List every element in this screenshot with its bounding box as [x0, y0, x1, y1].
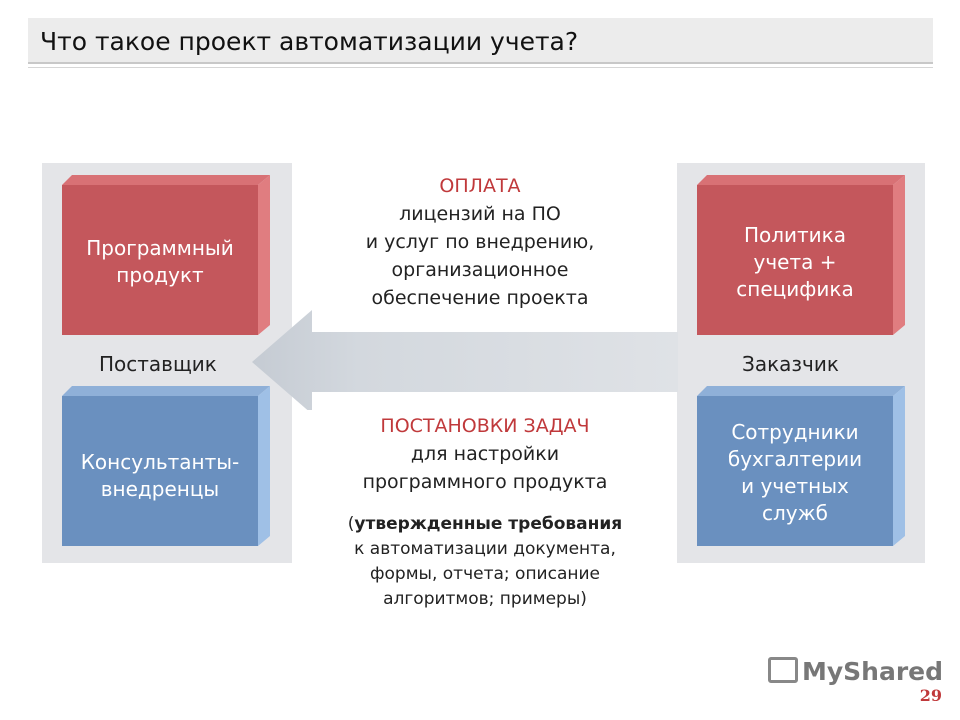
software-product-line2: продукт: [116, 263, 204, 287]
note-line2: формы, отчета; описание: [370, 564, 600, 584]
note-bold: утвержденные требования: [354, 514, 623, 534]
consultants-line1: Консультанты-: [80, 450, 240, 474]
note-line3: алгоритмов; примеры): [383, 589, 587, 609]
supplier-label: Поставщик: [99, 352, 217, 376]
slide-title: Что такое проект автоматизации учета?: [40, 27, 579, 56]
payment-line4: обеспечение проекта: [371, 287, 589, 309]
tasks-line2: программного продукта: [362, 471, 608, 493]
accounting-staff-line3: и учетных: [741, 474, 849, 498]
tasks-line1: для настройки: [410, 443, 560, 465]
payment-line1: лицензий на ПО: [399, 203, 561, 225]
accounting-staff-box: Сотрудники бухгалтерии и учетных служб: [697, 386, 905, 546]
accounting-policy-line1: Политика: [743, 223, 847, 247]
payment-block: ОПЛАТА лицензий на ПО и услуг по внедрен…: [300, 172, 660, 312]
logo-text: MyShared: [802, 657, 944, 686]
note-line1: к автоматизации документа,: [354, 539, 616, 559]
title-bar: [28, 18, 933, 68]
software-product-box: Программный продукт: [62, 175, 270, 335]
tasks-heading: ПОСТАНОВКИ ЗАДАЧ: [380, 415, 590, 437]
software-product-line1: Программный: [86, 236, 234, 260]
payment-line2: и услуг по внедрению,: [365, 231, 595, 253]
accounting-staff-line2: бухгалтерии: [727, 447, 863, 471]
consultants-line2: внедренцы: [100, 477, 220, 501]
requirements-note: (утвержденные требования к автоматизации…: [295, 512, 675, 612]
note-open-paren: (: [347, 514, 355, 534]
payment-line3: организационное: [391, 259, 569, 281]
accounting-staff-line1: Сотрудники: [731, 420, 859, 444]
tasks-block: ПОСТАНОВКИ ЗАДАЧ для настройки программн…: [300, 412, 670, 496]
accounting-policy-line3: спецификa: [736, 277, 854, 301]
accounting-policy-box: Политика учета + спецификa: [697, 175, 905, 335]
myshared-logo: MyShared: [768, 657, 943, 686]
payment-heading: ОПЛАТА: [439, 175, 521, 197]
customer-label: Заказчик: [742, 352, 839, 376]
consultants-box: Консультанты- внедренцы: [62, 386, 270, 546]
presentation-icon: [768, 657, 798, 683]
flow-arrow: [252, 310, 678, 410]
page-number: 29: [919, 686, 942, 705]
accounting-staff-line4: служб: [762, 501, 828, 525]
accounting-policy-line2: учета +: [753, 250, 837, 274]
